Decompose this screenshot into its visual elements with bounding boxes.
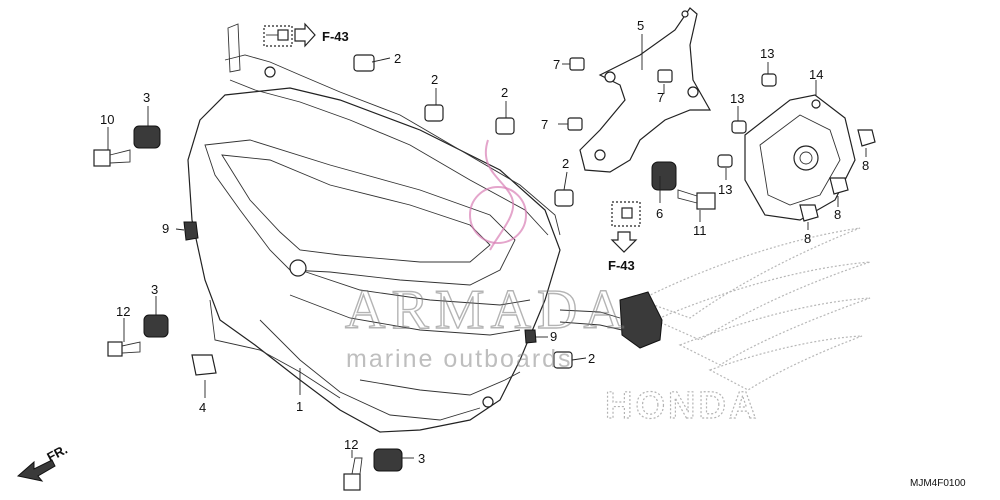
callout-2-a: 2 [431,72,438,87]
washer-13-b [731,120,747,134]
mounting-bracket [579,7,712,173]
watermark-name: ARMADA [345,279,630,341]
callout-8-a: 8 [862,158,869,173]
ref-label-top: F-43 [322,29,349,44]
callout-13-a: 13 [760,46,774,61]
callout-13-c: 13 [718,182,732,197]
callout-2-d: 2 [588,351,595,366]
headlight-assembly [187,23,561,433]
brand-text: HONDA [605,385,759,427]
clip-2-a [424,104,444,122]
leader-lines [107,34,867,459]
callout-9-lower: 9 [550,329,557,344]
grommet-3-upper [133,125,161,149]
watermark-tagline: marine outboards [346,345,573,373]
screw-f43-right [611,201,641,227]
callout-3-upper: 3 [143,90,150,105]
nut-8-b [829,177,849,195]
callout-11: 11 [693,223,707,238]
callout-6: 6 [656,206,663,221]
grommet-6 [651,161,677,191]
callout-2-b: 2 [501,85,508,100]
callout-14: 14 [809,67,823,82]
arrow-f43-right [610,231,638,253]
callout-1: 1 [296,399,303,414]
clip-2-c [554,189,574,207]
clip-4 [191,354,217,376]
front-label: FR. [44,442,70,465]
callout-4: 4 [199,400,206,415]
bolt-12-upper [107,341,141,357]
connector [559,291,663,349]
screw-7-b [567,117,583,131]
front-arrow-icon [16,459,56,482]
callout-7-c: 7 [657,90,664,105]
callout-2-top: 2 [394,51,401,66]
clip-9-lower [524,329,537,344]
part-code: MJM4F0100 [910,478,966,489]
callout-8-c: 8 [804,231,811,246]
callout-3-lower: 3 [418,451,425,466]
callout-12-upper: 12 [116,304,130,319]
callout-9-upper: 9 [162,221,169,236]
callout-10: 10 [100,112,114,127]
callout-8-b: 8 [834,207,841,222]
bolt-11 [677,189,716,210]
nut-8-c [799,204,819,222]
grommet-3-lower [373,448,403,472]
screw-7-a [569,57,585,71]
nut-8-a [857,129,876,147]
ref-label-right: F-43 [608,258,635,273]
honda-wing-logo [638,227,871,391]
callout-3-middle: 3 [151,282,158,297]
bolt-10 [93,149,131,167]
screw-7-c [657,69,673,83]
callout-13-b: 13 [730,91,744,106]
callout-2-c: 2 [562,156,569,171]
washer-13-a [761,73,777,87]
watermark: ARMADA marine outboards [344,139,630,373]
callout-7-b: 7 [541,117,548,132]
control-unit [744,94,856,221]
washer-13-c [717,154,733,168]
bolt-12-lower [343,457,363,491]
callout-5: 5 [637,18,644,33]
callout-7-a: 7 [553,57,560,72]
arrow-f43-top [294,22,316,48]
clip-2-b [495,117,515,135]
screw-f43-top [263,25,293,47]
grommet-3-middle [143,314,169,338]
callout-12-lower: 12 [344,437,358,452]
clip-9-upper [183,221,199,241]
clip-2-top [353,54,375,72]
